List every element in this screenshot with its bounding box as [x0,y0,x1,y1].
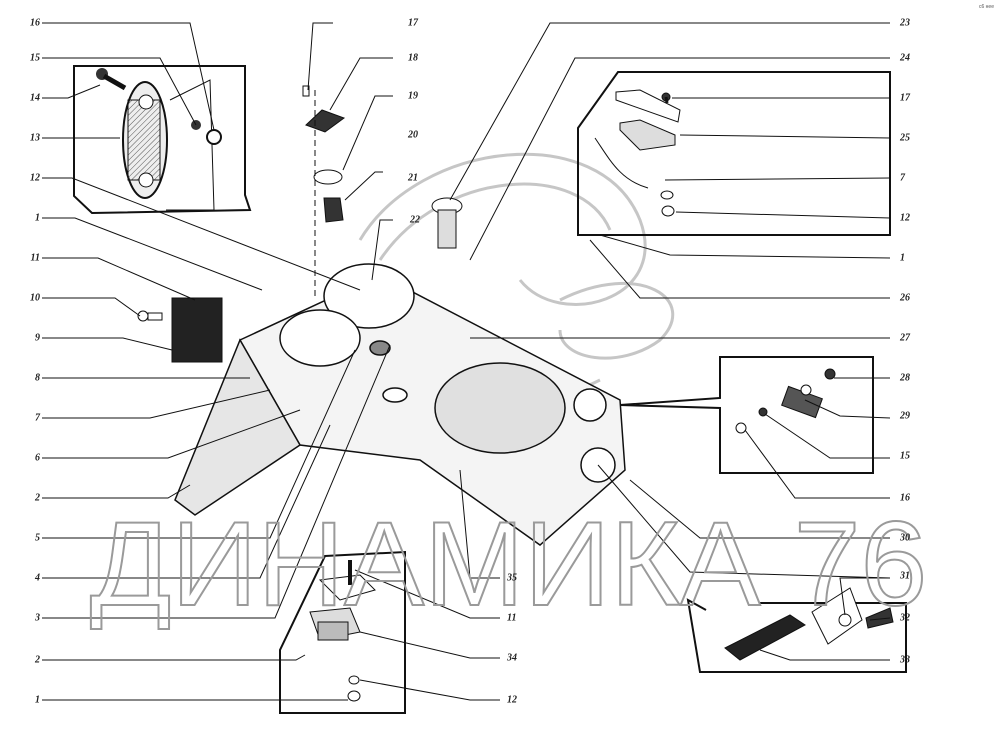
callout-top: 18 [408,52,418,64]
corner-mark: с6 нее [979,4,994,10]
callout-left: 11 [30,252,40,264]
callout-left: 9 [35,332,40,344]
callout-left: 12 [30,172,40,184]
part-33-connector [724,587,894,661]
callout-right: 17 [900,92,910,104]
callout-right: 23 [900,17,910,29]
callout-top: 22 [410,214,420,226]
callout-left: 3 [35,612,40,624]
part-25-switch [594,89,681,217]
callout-left: 4 [35,572,40,584]
callout-left: 13 [30,132,40,144]
part-22-lamp [431,197,463,249]
part-13-plate [122,81,168,199]
instrument-panel-body [174,263,626,546]
callout-bottom: 35 [507,572,517,584]
callout-bottom: 12 [507,694,517,706]
inset-bottom-center [279,550,406,714]
callout-top: 19 [408,90,418,102]
callout-right: 29 [900,410,910,422]
callout-top: 20 [408,129,418,141]
callout-right: 32 [900,612,910,624]
callout-left: 16 [30,17,40,29]
callout-left: 2 [35,492,40,504]
callout-right: 25 [900,132,910,144]
leader-lines [42,22,891,701]
callout-left: 7 [35,412,40,424]
callout-left: 8 [35,372,40,384]
inset-top-right [577,71,891,236]
callout-right: 1 [900,252,905,264]
callout-left: 1 [35,212,40,224]
callout-right: 26 [900,292,910,304]
callout-left: 1 [35,694,40,706]
watermark-text: ДИНАМИКА 76 [90,497,927,631]
inset-mid-right [619,356,874,474]
callout-right: 33 [900,654,910,666]
callout-top: 17 [408,17,418,29]
callout-right: 7 [900,172,905,184]
part-29-switch [735,368,836,434]
callout-right: 30 [900,532,910,544]
callout-right: 15 [900,450,910,462]
callout-left: 10 [30,292,40,304]
callout-top: 21 [408,172,418,184]
callout-left: 14 [30,92,40,104]
callout-right: 28 [900,372,910,384]
callout-right: 31 [900,570,910,582]
callout-left: 5 [35,532,40,544]
callout-right: 16 [900,492,910,504]
part-9-relay [137,297,223,363]
inset-bottom-right [686,598,907,673]
callout-left: 15 [30,52,40,64]
callout-bottom: 11 [507,612,517,624]
parts-17-21 [302,85,346,300]
callout-right: 12 [900,212,910,224]
inset-top-left [73,65,252,215]
callout-right: 27 [900,332,910,344]
part-14-bolt [96,68,127,91]
callout-left: 6 [35,452,40,464]
part-15-16-nuts [166,79,222,211]
part-34-switch [309,560,376,702]
callout-bottom: 34 [507,652,517,664]
callout-right: 24 [900,52,910,64]
callout-left: 2 [35,654,40,666]
